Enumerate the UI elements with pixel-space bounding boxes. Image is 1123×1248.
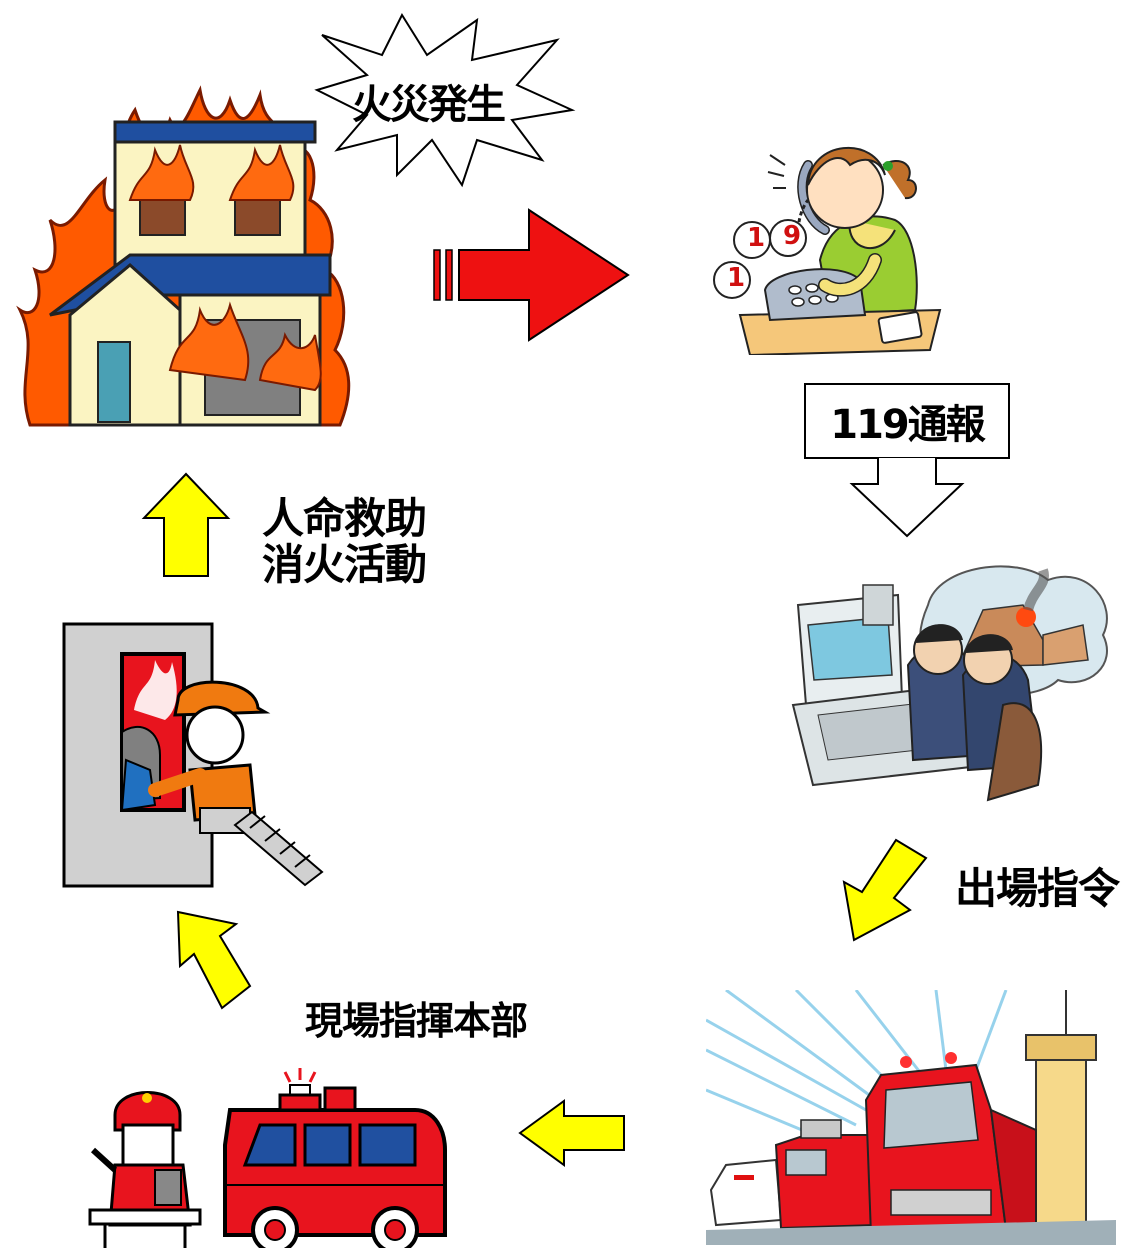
red-arrow-right [433, 208, 630, 342]
fire-outbreak-starburst [314, 12, 576, 188]
hollow-arrow-down [849, 458, 965, 538]
command-post-illustration [88, 1068, 447, 1248]
burning-house-illustration [16, 85, 351, 427]
yellow-arrow-down-left [842, 838, 928, 942]
dispatch-order-label: 出場指令 [955, 864, 1120, 913]
call-119-label: 119通報 [804, 383, 1010, 459]
yellow-arrow-left [518, 1099, 625, 1167]
command-post-label: 現場指揮本部 [305, 999, 528, 1043]
digit-1-first: 1 [726, 263, 746, 293]
rescue-label-line1: 人命救助 [262, 494, 427, 543]
dial-bubbles [713, 219, 807, 299]
yellow-arrow-up-left [176, 910, 252, 1010]
caller-illustration [713, 146, 942, 355]
yellow-arrow-up [141, 472, 231, 577]
fire-outbreak-label: 火災発生 [352, 82, 506, 128]
digit-1-second: 1 [746, 223, 766, 253]
rescue-label-line2: 消火活動 [262, 540, 427, 589]
fire-trucks-illustration [706, 990, 1116, 1245]
dispatch-center-illustration [791, 565, 1108, 802]
digit-9: 9 [782, 221, 802, 251]
rescue-illustration [62, 622, 324, 888]
